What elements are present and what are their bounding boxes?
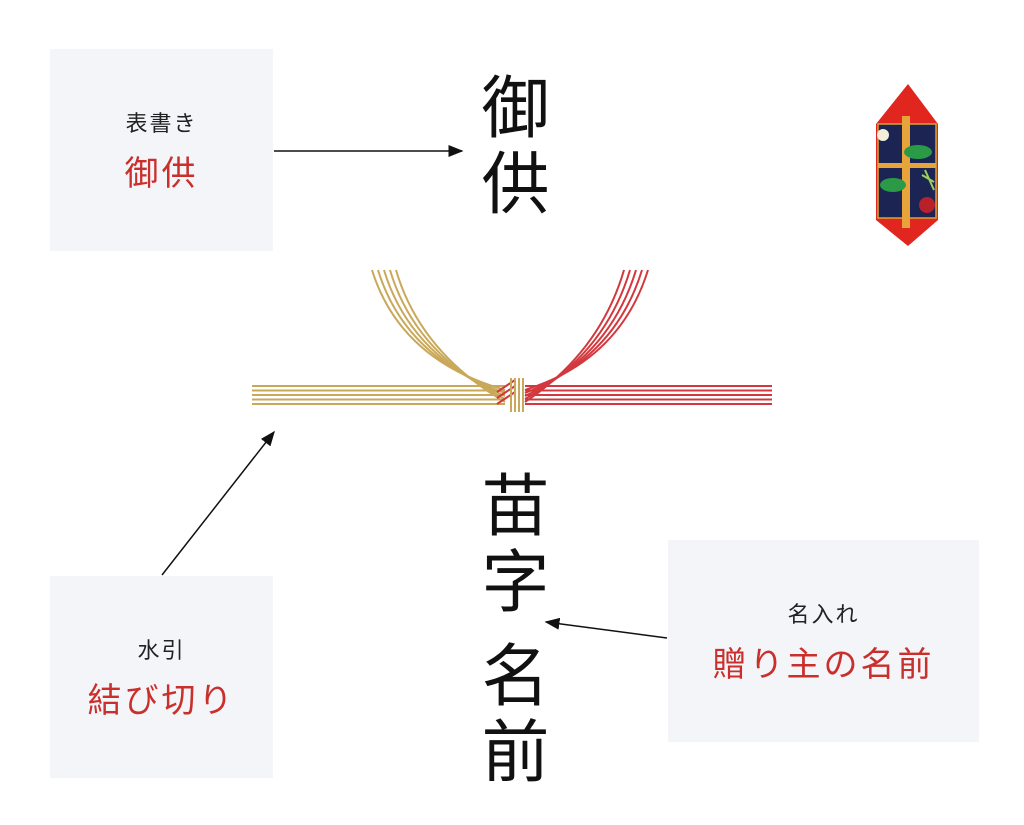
noshi-ornament-icon	[876, 84, 938, 246]
mizuhiki-knot-icon	[252, 269, 772, 412]
mizuhiki-box: 水引 結び切り	[50, 576, 273, 778]
center-omotegaki: 御供	[469, 72, 548, 224]
naire-label: 名入れ	[787, 602, 860, 628]
naire-value: 贈り主の名前	[712, 644, 935, 685]
omotegaki-label: 表書き	[125, 111, 198, 137]
arrow-icon	[161, 145, 668, 639]
mizuhiki-label: 水引	[137, 638, 186, 664]
omotegaki-value: 御供	[124, 153, 199, 194]
mizuhiki-value: 結び切り	[87, 680, 236, 721]
omotegaki-box: 表書き 御供	[50, 49, 273, 251]
center-surname: 苗字	[469, 470, 548, 622]
naire-box: 名入れ 贈り主の名前	[668, 540, 979, 742]
center-name: 名前	[469, 640, 548, 792]
